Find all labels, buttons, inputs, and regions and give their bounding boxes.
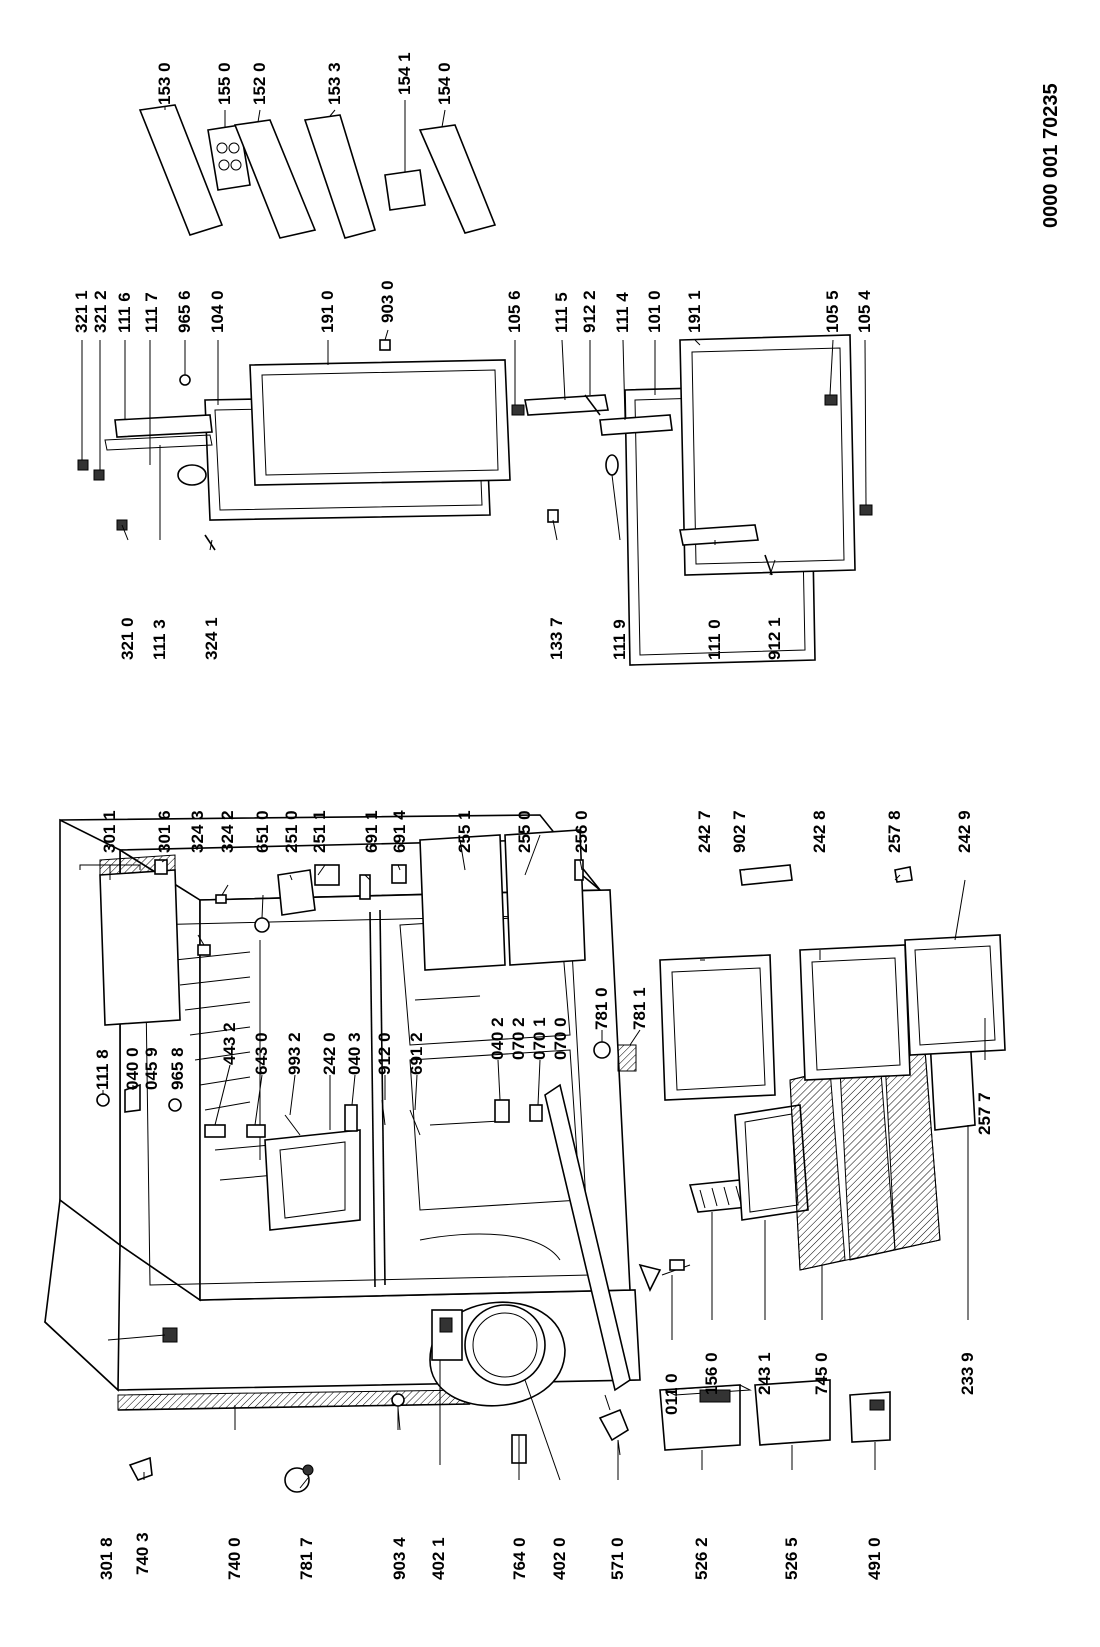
- part-label: 402 1: [429, 1537, 448, 1580]
- part-label: 691 2: [407, 1032, 426, 1075]
- part-label: 011 0: [662, 1373, 681, 1415]
- part-label: 153 3: [325, 62, 344, 105]
- part-label: 154 0: [435, 62, 454, 105]
- part-label: 301 6: [155, 810, 174, 853]
- part-label: 912 1: [765, 617, 784, 660]
- part-label: 111 8: [93, 1049, 112, 1090]
- part-label: 912 0: [375, 1032, 394, 1075]
- part-label: 257 8: [885, 810, 904, 853]
- part-label: 233 9: [958, 1352, 977, 1395]
- part-label: 070 1: [530, 1017, 549, 1060]
- part-label: 101 0: [645, 290, 664, 333]
- part-label: 745 0: [812, 1352, 831, 1395]
- part-label: 965 6: [175, 290, 194, 333]
- part-label: 191 1: [685, 290, 704, 333]
- part-label: 040 2: [488, 1017, 507, 1060]
- part-label: 104 0: [208, 290, 227, 333]
- part-label: 324 2: [218, 810, 237, 853]
- part-label: 111 9: [610, 619, 629, 660]
- part-label: 301 8: [97, 1537, 116, 1580]
- part-label: 781 7: [297, 1537, 316, 1580]
- shelves-drawers: [96, 829, 1006, 1271]
- part-label: 153 0: [155, 62, 174, 105]
- part-label: 040 0: [123, 1047, 142, 1090]
- part-label: 111 6: [115, 292, 134, 333]
- part-label: 070 2: [509, 1017, 528, 1060]
- part-label: 651 0: [253, 810, 272, 853]
- part-label: 740 0: [225, 1537, 244, 1580]
- part-label: 111 5: [552, 292, 571, 333]
- part-label: 993 2: [285, 1032, 304, 1075]
- part-label: 912 2: [580, 290, 599, 333]
- part-label: 571 0: [608, 1537, 627, 1580]
- part-label: 040 3: [345, 1032, 364, 1075]
- part-label: 257 7: [975, 1092, 994, 1135]
- part-label: 191 0: [318, 290, 337, 333]
- part-label: 526 2: [692, 1537, 711, 1580]
- part-label: 781 0: [592, 987, 611, 1030]
- part-label: 155 0: [215, 62, 234, 105]
- part-label: 242 8: [810, 810, 829, 853]
- leader-lines: [79, 100, 986, 1489]
- part-label: 070 0: [551, 1017, 570, 1060]
- part-label: 324 3: [188, 810, 207, 853]
- part-label: 105 5: [823, 290, 842, 333]
- part-label: 740 3: [133, 1532, 152, 1575]
- part-label: 111 7: [142, 292, 161, 333]
- part-label: 152 0: [250, 62, 269, 105]
- part-label: 903 4: [390, 1537, 409, 1580]
- part-label: 691 1: [362, 810, 381, 853]
- part-label: 154 1: [395, 52, 414, 95]
- door-shelves: [138, 104, 497, 239]
- part-label: 243 1: [755, 1352, 774, 1395]
- small-parts-left: [128, 1259, 891, 1493]
- part-label: 965 8: [168, 1047, 187, 1090]
- part-label: 781 1: [630, 987, 649, 1030]
- part-label: 255 0: [515, 810, 534, 853]
- part-label: 156 0: [702, 1352, 721, 1395]
- document-number: 0000 001 70235: [1040, 83, 1062, 228]
- part-label: 324 1: [202, 617, 221, 660]
- part-label: 903 0: [378, 280, 397, 323]
- part-label: 526 5: [782, 1537, 801, 1580]
- part-label: 256 0: [572, 810, 591, 853]
- part-label: 111 0: [705, 619, 724, 660]
- part-label: 321 0: [118, 617, 137, 660]
- part-label: 443 2: [220, 1022, 239, 1065]
- part-label: 902 7: [730, 810, 749, 853]
- part-label: 242 9: [955, 810, 974, 853]
- part-label: 111 3: [150, 619, 169, 660]
- part-label: 301 1: [100, 810, 119, 853]
- part-label: 045 9: [142, 1047, 161, 1090]
- part-label: 242 7: [695, 810, 714, 853]
- part-label: 133 7: [547, 617, 566, 660]
- part-label: 643 0: [252, 1032, 271, 1075]
- part-label: 242 0: [320, 1032, 339, 1075]
- part-label: 255 1: [455, 810, 474, 853]
- part-label: 691 4: [390, 810, 409, 853]
- part-label: 402 0: [550, 1537, 569, 1580]
- part-label: 251 0: [282, 810, 301, 853]
- part-label: 321 1: [72, 290, 91, 333]
- part-label: 105 6: [505, 290, 524, 333]
- part-label: 251 1: [310, 810, 329, 853]
- door-assembly: [77, 334, 873, 666]
- part-label: 491 0: [865, 1537, 884, 1580]
- part-label: 321 2: [91, 290, 110, 333]
- part-label: 111 4: [613, 292, 632, 333]
- part-label: 105 4: [855, 290, 874, 333]
- part-label: 764 0: [510, 1537, 529, 1580]
